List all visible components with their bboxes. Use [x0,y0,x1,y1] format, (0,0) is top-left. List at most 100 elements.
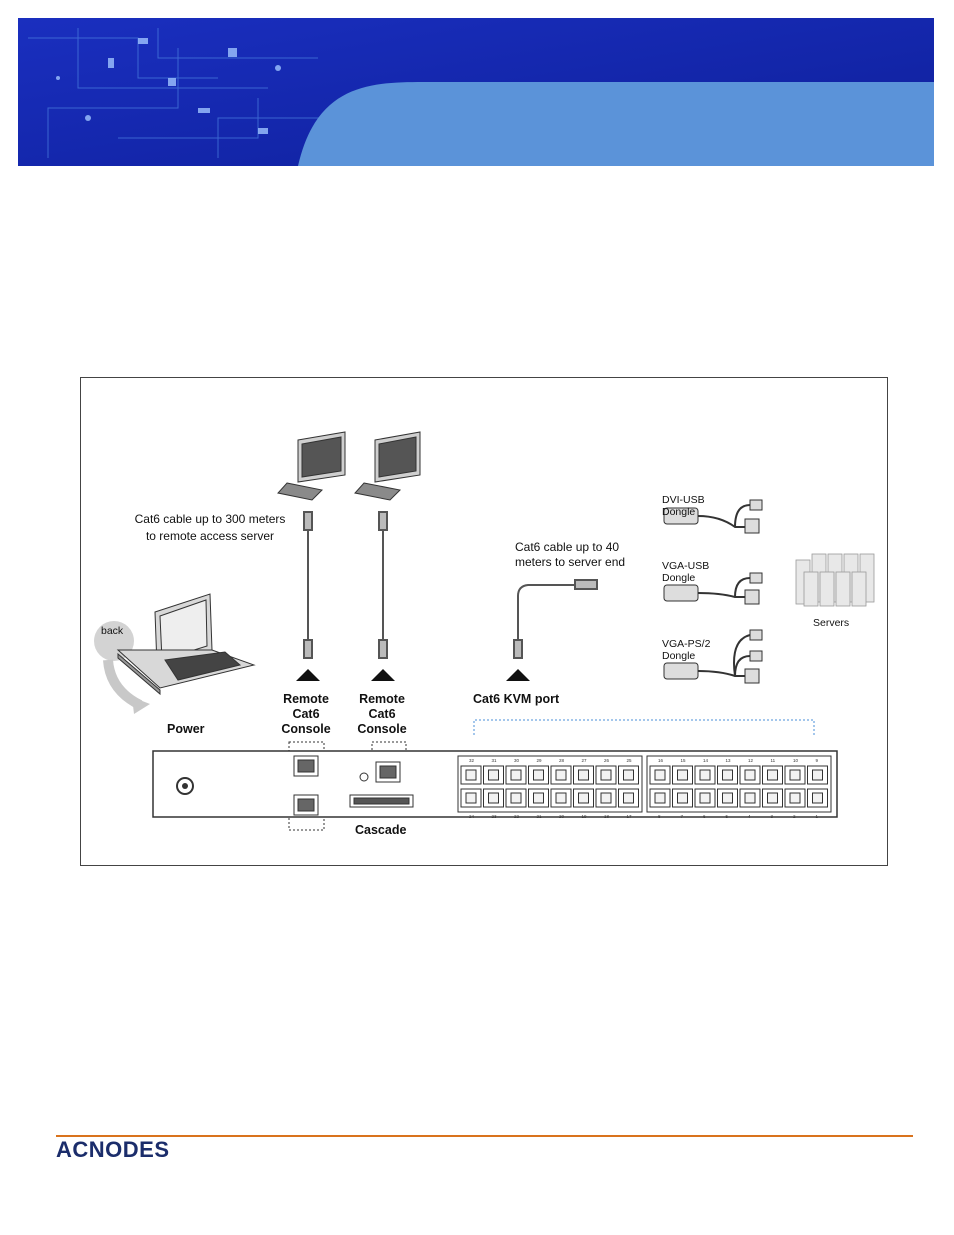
servers-label: Servers [813,617,850,629]
kvm-port-jack [744,769,756,781]
dongle-dvi-usb-line1: DVI-USB [662,494,705,506]
remote-computer-1 [277,431,346,501]
server-cable-note: Cat6 cable up to 40 meters to server end [515,540,625,570]
kvm-port-label: Cat6 KVM port [473,692,560,706]
kvm-port-number: 10 [793,758,799,763]
kvm-port-jack [488,792,499,804]
dongle-label-vga-ps2: VGA-PS/2 Dongle [662,638,710,662]
header-banner [18,18,934,166]
kvm-port-number: 8 [658,814,661,819]
kvm-port-jack [600,792,612,804]
kvm-port-number: 25 [627,758,633,763]
remote-console-2-label: Remote Cat6 Console [352,692,412,737]
kvm-port-jack [533,769,544,781]
dvi-usb-dongle [663,499,763,534]
kvm-port-jack [789,792,801,804]
kvm-port-jack [488,769,499,781]
server-cable [513,579,598,659]
brand-logo: ACNODES [56,1137,170,1162]
kvm-port-jack [623,769,634,781]
footer-divider [56,1135,913,1137]
remote-console-1-line1: Remote [283,692,329,706]
remote-console-1-line2: Cat6 [292,707,320,721]
kvm-port-number: 19 [582,814,588,819]
dongle-vga-ps2-line2: Dongle [662,650,696,662]
kvm-port-number: 9 [816,758,819,763]
kvm-port-number: 5 [726,814,729,819]
remote-cable-note: Cat6 cable up to 300 meters to remote ac… [125,512,295,544]
kvm-port-number: 32 [469,758,475,763]
back-label: back [101,625,124,637]
kvm-port-jack [654,792,666,804]
kvm-port-number: 15 [681,758,687,763]
remote-cable-note-line2: to remote access server [145,529,275,543]
console-port-1 [293,755,319,777]
reset-button-icon [359,772,369,782]
kvm-port-number: 7 [681,814,684,819]
server-cable-note-line2: meters to server end [515,555,626,569]
dongle-label-vga-usb: VGA-USB Dongle [662,560,709,584]
kvm-port-number: 13 [726,758,732,763]
remote-console-1-line3: Console [281,722,331,736]
remote-cable-2 [378,511,388,659]
kvm-port-number: 20 [559,814,565,819]
remote-console-1-label: Remote Cat6 Console [276,692,336,737]
remote-console-2-line3: Console [357,722,407,736]
kvm-port-number: 12 [748,758,754,763]
kvm-port-number: 24 [469,814,475,819]
kvm-port-number: 3 [771,814,774,819]
kvm-port-jack [510,769,522,781]
kvm-port-jack [677,792,688,804]
console-port-2 [293,794,319,816]
kvm-port-number: 6 [703,814,706,819]
kvm-port-number: 1 [816,814,819,819]
power-connector-icon [176,777,194,795]
kvm-port-jack [767,792,778,804]
dongle-vga-usb-line2: Dongle [662,572,696,584]
kvm-port-number: 30 [514,758,520,763]
kvm-port-jack [699,769,711,781]
kvm-port-jack [555,792,567,804]
remote-console-2-line2: Cat6 [368,707,396,721]
kvm-port-number: 14 [703,758,709,763]
kvm-port-number: 16 [658,758,664,763]
lcd-console-drawer [116,593,256,696]
kvm-port-jack [623,792,634,804]
kvm-port-jack [722,792,733,804]
kvm-port-jack [767,769,778,781]
kvm-port-number: 28 [559,758,565,763]
remote-computer-2 [354,431,421,501]
dongle-dvi-usb-line2: Dongle [662,506,696,518]
kvm-port-number: 11 [771,758,776,763]
servers-icon [795,553,875,607]
kvm-port-number: 23 [492,814,498,819]
cascade-label: Cascade [355,823,407,837]
kvm-port-jack [555,769,567,781]
kvm-port-number: 18 [604,814,610,819]
kvm-port-number: 17 [627,814,633,819]
kvm-port-number: 27 [582,758,588,763]
connection-diagram [80,377,888,866]
kvm-port-number: 26 [604,758,610,763]
kvm-port-jack [812,792,823,804]
console-port-3 [375,761,401,783]
kvm-port-jack [578,769,589,781]
kvm-port-number: 4 [748,814,751,819]
kvm-port-number: 21 [537,814,543,819]
circuit-board-banner-image [18,18,934,166]
kvm-port-highlight [473,719,815,735]
kvm-port-grid [457,755,832,813]
kvm-port-jack [722,769,733,781]
kvm-port-jack [812,769,823,781]
kvm-port-jack [578,792,589,804]
kvm-port-jack [744,792,756,804]
dongle-vga-ps2-line1: VGA-PS/2 [662,638,711,650]
vga-ps2-dongle [663,629,763,684]
dongle-vga-usb-line1: VGA-USB [662,560,710,572]
kvm-port-number: 22 [514,814,520,819]
dongle-label-dvi-usb: DVI-USB Dongle [662,494,705,518]
kvm-port-jack [465,792,477,804]
remote-cable-1 [303,511,313,659]
kvm-port-jack [699,792,711,804]
